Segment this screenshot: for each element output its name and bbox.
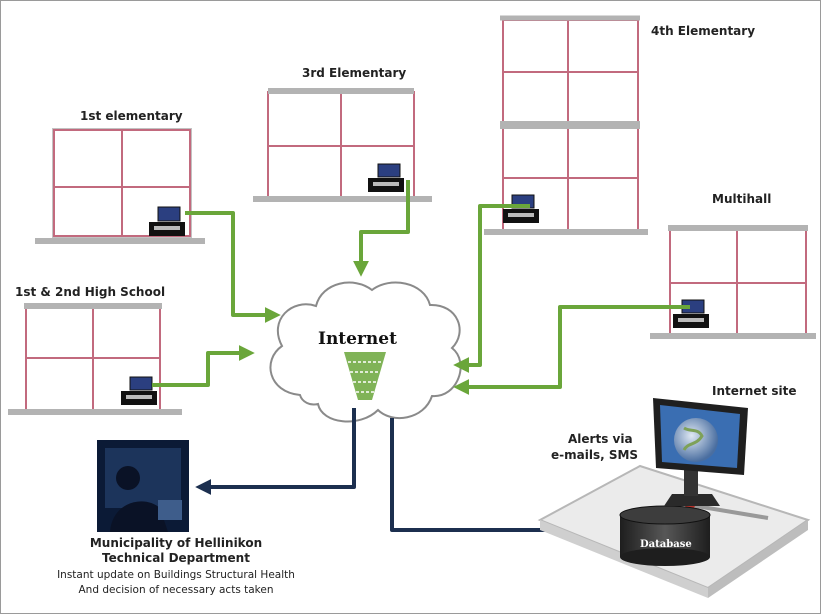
label-internet-site: Internet site [712, 384, 797, 398]
municipality-photo [97, 440, 189, 532]
label-3rd-elementary: 3rd Elementary [302, 66, 406, 80]
label-4th-elementary: 4th Elementary [651, 24, 755, 38]
label-database: Database [640, 539, 692, 550]
internet-cloud [269, 281, 462, 423]
label-internet: Internet [318, 329, 397, 349]
label-1st-elementary: 1st elementary [80, 109, 183, 123]
label-multihall: Multihall [712, 192, 771, 206]
label-note-line2: And decision of necessary acts taken [78, 584, 273, 596]
label-high-school: 1st & 2nd High School [15, 285, 165, 299]
database-icon [619, 505, 711, 566]
monitor-icon [653, 398, 748, 506]
label-alerts-line1: Alerts via [568, 432, 633, 446]
laptop-icon [368, 163, 404, 192]
notification-arrows [195, 408, 617, 538]
label-note-line1: Instant update on Buildings Structural H… [57, 569, 295, 581]
laptop-icon [121, 376, 157, 405]
building-3rd-elementary [253, 88, 432, 202]
label-municipality-line1: Municipality of Hellinikon [90, 536, 262, 550]
building-4th-elementary [484, 15, 648, 235]
label-municipality-line2: Technical Department [102, 551, 250, 565]
laptop-icon [673, 299, 709, 328]
laptop-icon [149, 206, 185, 236]
label-alerts-line2: e-mails, SMS [551, 448, 638, 462]
connection-arrows [152, 180, 690, 395]
